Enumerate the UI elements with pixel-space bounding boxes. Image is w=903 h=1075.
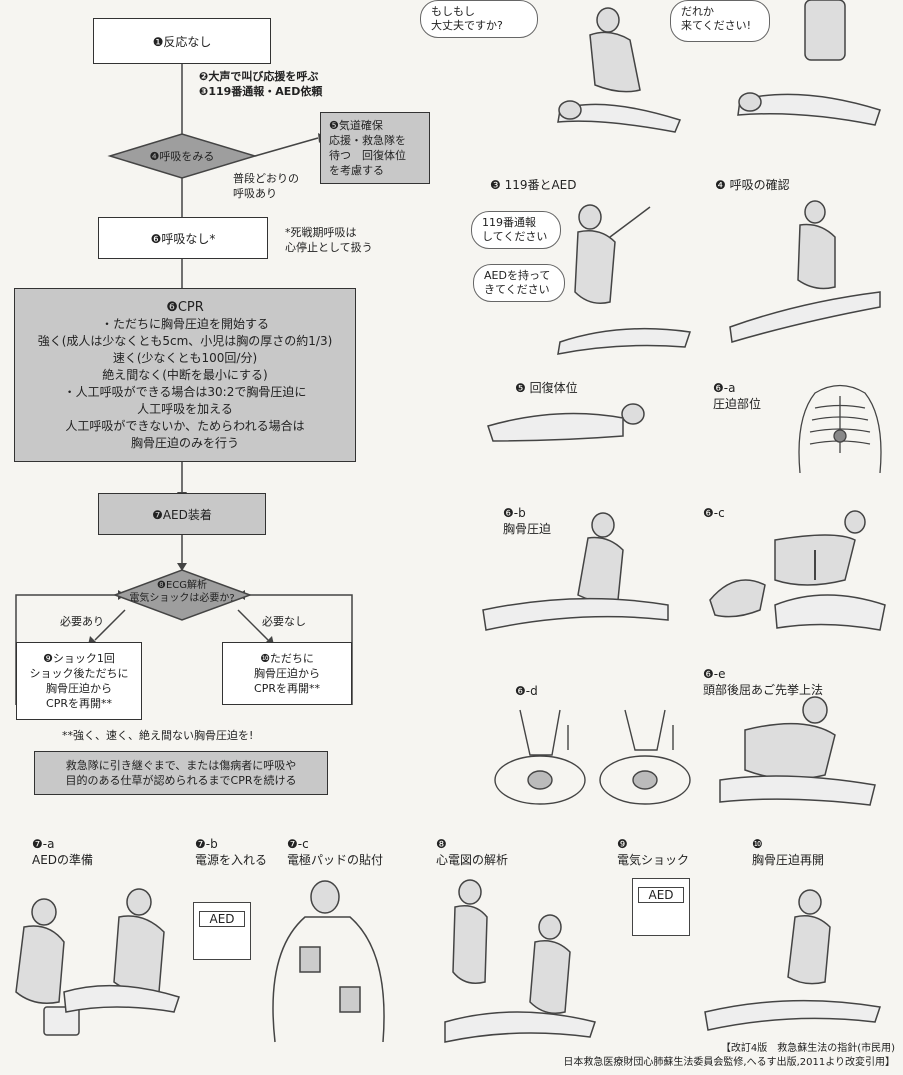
caption-ecg-analysis: ❽ 心電図の解析 <box>436 837 509 867</box>
calling-for-help-illustration <box>737 0 881 126</box>
caption-power-on: ❼-b 電源を入れる <box>195 837 268 867</box>
cpr-title: ❻CPR <box>166 299 204 315</box>
caption-resume-compression: ❿ 胸骨圧迫再開 <box>752 837 825 867</box>
caption-119-and-aed: ❸ 119番とAED <box>490 178 577 192</box>
citation-line2: 日本救急医療財団心肺蘇生法委員会監修,へるす出版,2011より改変引用】 <box>563 1057 895 1068</box>
breathing-check-illustration <box>729 200 881 343</box>
aed-label: AED <box>199 911 245 927</box>
restart-cpr-label: ❿ただちに 胸骨圧迫から CPRを再開** <box>254 652 320 695</box>
step5-label: ❺気道確保 応援・救急隊を 待つ 回復体位 を考慮する <box>329 119 406 177</box>
caption-chest-compression: ❻-b 胸骨圧迫 <box>503 506 552 536</box>
agonal-breathing-note: *死戦期呼吸は 心停止として扱う <box>285 226 373 254</box>
cpr-line: 人工呼吸ができないか、ためらわれる場合は <box>65 418 305 433</box>
aed-prep-illustration <box>15 888 180 1036</box>
speech-bubble-are-you-ok: もしもし 大丈夫ですか? <box>420 0 538 38</box>
caption-electric-shock: ❾ 電気ショック <box>617 837 690 867</box>
cpr-line: 胸骨圧迫のみを行う <box>130 435 239 450</box>
cpr-line: ・ただちに胸骨圧迫を開始する <box>100 316 269 331</box>
no-breathing-label: ❻呼吸なし* <box>150 231 216 246</box>
caption-pad-attach: ❼-c 電極パッドの貼付 <box>287 837 384 867</box>
normal-breathing-label: 普段どおりの 呼吸あり <box>233 172 299 200</box>
aed-attach-label: ❼AED装着 <box>152 507 212 522</box>
citation: 【改訂4版 救急蘇生法の指針(市民用) 日本救急医療財団心肺蘇生法委員会監修,へ… <box>563 1042 895 1070</box>
compression-depth-illustration <box>709 510 886 631</box>
caption-head-tilt-chin-lift: ❻-e 頭部後屈あご先挙上法 <box>703 667 824 697</box>
ecg-diamond <box>112 569 253 621</box>
ribcage-compression-site-illustration <box>798 384 882 474</box>
caption-compression-site: ❻-a 圧迫部位 <box>713 381 762 411</box>
step2-label: ❷大声で叫び応援を呼ぶ <box>199 70 319 83</box>
step1-label: ❶反応なし <box>152 34 212 49</box>
aed-attach-box: ❼AED装着 <box>98 493 266 535</box>
strong-compression-note: **強く、速く、絶え間ない胸骨圧迫を! <box>62 729 254 742</box>
continue-cpr-label: 救急隊に引き継ぐまで、または傷病者に呼吸や 目的のある仕草が認められるまでCPR… <box>65 759 297 787</box>
ecg-label: ❽ECG解析 電気ショックは必要か? <box>129 580 235 604</box>
requesting-119-aed-illustration <box>557 204 691 355</box>
shock-not-needed-label: 必要なし <box>262 615 306 628</box>
cpr-line: 絶え間なく(中断を最小にする) <box>102 367 268 382</box>
shock-label: ❾ショック1回 ショック後ただちに 胸骨圧迫から CPRを再開** <box>29 652 129 710</box>
cpr-line: 強く(成人は少なくとも5cm、小児は胸の厚さの約1/3) <box>37 333 333 348</box>
speech-bubble-someone-come: だれか 来てください! <box>670 0 770 42</box>
pad-attach-illustration <box>272 880 385 1043</box>
breathing-check-label: ❹呼吸をみる <box>149 150 215 163</box>
no-breathing-box: ❻呼吸なし* <box>98 217 268 259</box>
step3-label: ❸119番通報・AED依頼 <box>199 85 323 98</box>
compression-recoil-illustration <box>494 709 691 805</box>
caption-recovery-position: ❺ 回復体位 <box>515 381 578 395</box>
aed-device-power: AED <box>193 902 251 960</box>
caption-aed-prep: ❼-a AEDの準備 <box>32 837 94 867</box>
call-help-text: ❷大声で叫び応援を呼ぶ ❸119番通報・AED依頼 <box>199 69 322 99</box>
step5-box: ❺気道確保 応援・救急隊を 待つ 回復体位 を考慮する <box>320 112 430 184</box>
shock-box: ❾ショック1回 ショック後ただちに 胸骨圧迫から CPRを再開** <box>16 642 142 720</box>
caption-compression-depth: ❻-c <box>703 506 725 520</box>
recovery-position-illustration <box>487 403 645 442</box>
chest-compression-illustration <box>482 512 669 631</box>
step1-no-response: ❶反応なし <box>93 18 271 64</box>
continue-cpr-box: 救急隊に引き継ぐまで、または傷病者に呼吸や 目的のある仕草が認められるまでCPR… <box>34 751 328 795</box>
restart-cpr-box: ❿ただちに 胸骨圧迫から CPRを再開** <box>222 642 352 705</box>
head-tilt-illustration <box>719 696 876 806</box>
aed-device-shock: AED <box>632 878 690 936</box>
caption-breathing-check: ❹ 呼吸の確認 <box>715 178 790 192</box>
caption-compression-recoil: ❻-d <box>515 684 538 698</box>
cpr-line: 速く(少なくとも100回/分) <box>112 350 258 365</box>
cpr-line: 人工呼吸を加える <box>137 401 233 416</box>
speech-bubble-bring-aed: AEDを持って きてください <box>473 264 565 302</box>
aed-label: AED <box>638 887 684 903</box>
ecg-analysis-illustration <box>444 879 596 1043</box>
cpr-line: ・人工呼吸ができる場合は30:2で胸骨圧迫に <box>63 384 307 399</box>
breathing-check-diamond <box>107 133 258 179</box>
citation-line1: 【改訂4版 救急蘇生法の指針(市民用) <box>720 1043 895 1054</box>
rescuer-checking-illustration <box>557 7 682 133</box>
cpr-box: ❻CPR ・ただちに胸骨圧迫を開始する 強く(成人は少なくとも5cm、小児は胸の… <box>14 288 356 462</box>
resume-compression-illustration <box>704 889 881 1031</box>
speech-bubble-call-119: 119番通報 してください <box>471 211 561 249</box>
shock-needed-label: 必要あり <box>60 615 104 628</box>
